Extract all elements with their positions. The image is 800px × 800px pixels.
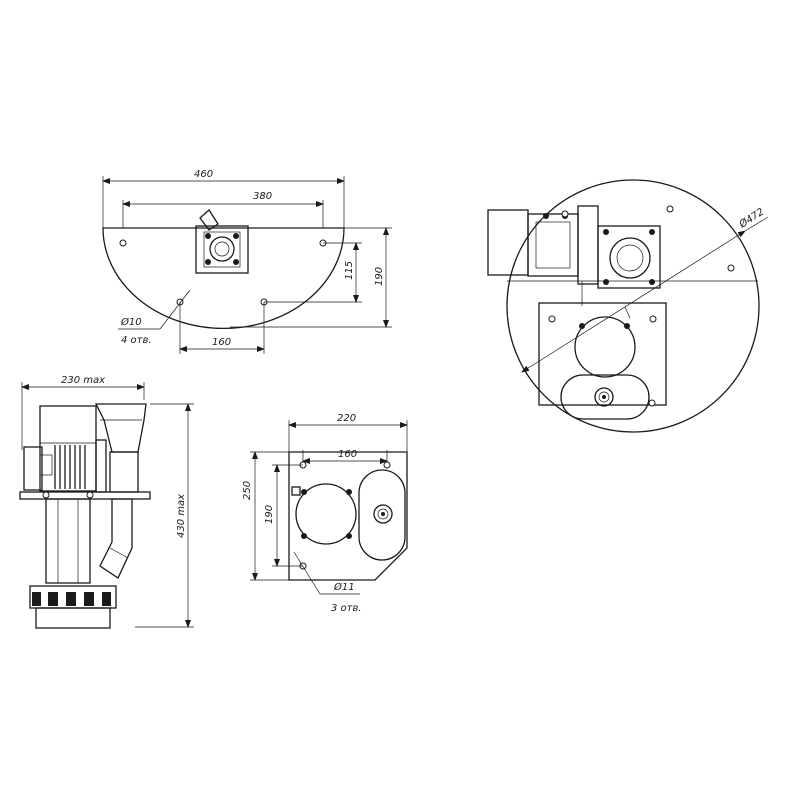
motor-body <box>487 209 529 276</box>
side-motor <box>39 405 97 492</box>
flange-oval-housing <box>358 469 406 561</box>
mount-hole <box>548 315 556 323</box>
inner-plate <box>538 302 667 406</box>
callout-flange-d11: Ø11 <box>333 581 355 593</box>
pump-ribs <box>32 592 111 606</box>
dim-flange-160: 160 <box>338 449 357 460</box>
gearbox <box>597 225 661 289</box>
mount-hole <box>666 205 674 213</box>
side-motor-cap <box>23 446 43 491</box>
side-view: 230 max 430 max <box>19 375 194 629</box>
top-view: 460 380 115 190 <box>102 169 392 354</box>
dim-top-160: 160 <box>212 337 231 348</box>
callout-flange-count: 3 отв. <box>331 603 362 614</box>
dim-top-460: 460 <box>194 169 213 180</box>
motor-fins <box>54 445 86 489</box>
callout-hole-count: 4 отв. <box>121 335 152 346</box>
dim-side-430max: 430 max <box>176 494 187 538</box>
flange-plate <box>288 451 408 581</box>
pump-flange <box>195 209 249 274</box>
callout-hole-d10: Ø10 <box>120 316 142 328</box>
dim-top-115: 115 <box>344 261 355 280</box>
round-cover <box>506 179 760 433</box>
dim-flange-250: 250 <box>242 481 253 500</box>
mount-hole <box>119 239 127 247</box>
mount-hole <box>561 210 569 218</box>
dim-top-190: 190 <box>374 267 385 286</box>
dim-top-380: 380 <box>253 191 272 202</box>
oval-housing <box>560 374 650 420</box>
dim-flange-220: 220 <box>337 413 356 424</box>
mount-hole <box>649 315 657 323</box>
flange-view: 220 160 250 190 Ø11 <box>242 413 408 614</box>
dim-flange-190: 190 <box>264 505 275 524</box>
round-view: Ø472 <box>487 179 769 433</box>
dim-side-230max: 230 max <box>61 375 105 386</box>
mount-hole <box>648 399 656 407</box>
mount-hole <box>727 264 735 272</box>
side-base-plate <box>19 491 151 500</box>
mount-hole <box>383 461 391 469</box>
semicircular-plate <box>102 227 345 330</box>
